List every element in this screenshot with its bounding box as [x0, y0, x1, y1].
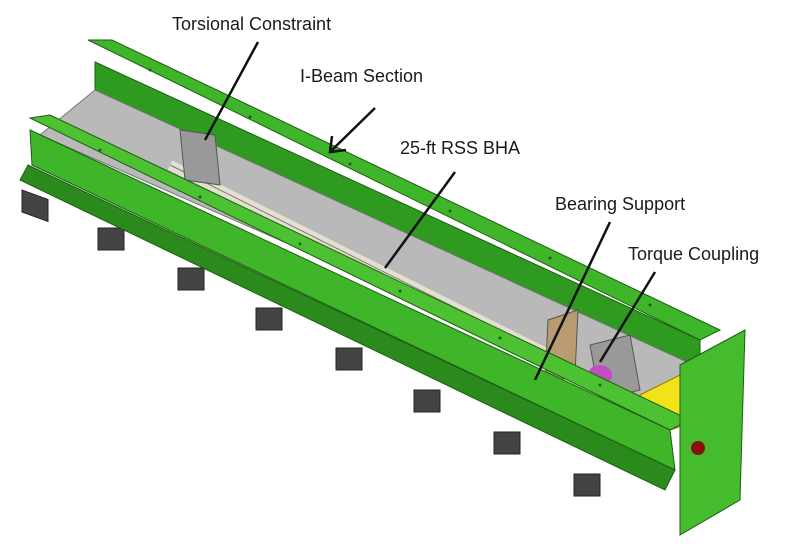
i-beam-section-leader — [331, 107, 376, 151]
torque-coupling-leader — [598, 271, 657, 363]
label-torsional-constraint: Torsional Constraint — [172, 14, 332, 34]
torsional-constraint-leader — [203, 41, 260, 141]
rss-bha-leader — [383, 171, 457, 269]
front-beam-bottom-flange — [19, 164, 676, 491]
back-beam-top-flange — [87, 39, 722, 341]
torsional-constraint — [179, 129, 221, 186]
label-torque-coupling: Torque Coupling — [628, 244, 760, 264]
support-feet — [21, 189, 601, 497]
label-rss-bha: 25-ft RSS BHA — [400, 138, 521, 158]
label-i-beam-section: I-Beam Section — [300, 66, 424, 86]
arrowhead-icon — [328, 135, 347, 154]
end-plate — [679, 329, 746, 536]
label-bearing-support: Bearing Support — [555, 194, 686, 214]
bearing-support-leader — [533, 221, 612, 381]
